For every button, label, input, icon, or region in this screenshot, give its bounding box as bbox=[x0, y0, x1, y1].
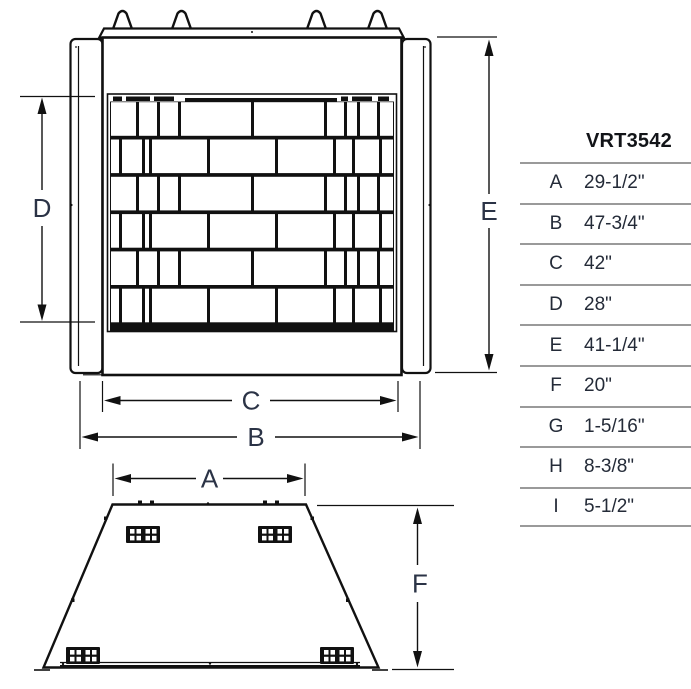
dim-label-c: C bbox=[242, 386, 261, 416]
spec-value: 28" bbox=[584, 294, 612, 316]
spec-row: H 8-3/8" bbox=[520, 446, 691, 487]
dim-label-a: A bbox=[201, 464, 219, 494]
spec-letter: C bbox=[549, 253, 563, 275]
dimension-d: D bbox=[20, 95, 95, 323]
spec-letter: B bbox=[549, 212, 563, 234]
spec-letter: H bbox=[549, 456, 563, 478]
spec-value: 41-1/4" bbox=[584, 334, 645, 356]
dimension-c: C bbox=[101, 381, 399, 416]
front-view-drawing: D E C bbox=[20, 9, 498, 452]
dimension-a: A bbox=[112, 463, 306, 496]
spec-row: I 5-1/2" bbox=[520, 486, 691, 528]
dim-label-e: E bbox=[480, 196, 497, 226]
dim-label-b: B bbox=[247, 422, 264, 452]
dim-label-d: D bbox=[33, 193, 52, 223]
spec-row: A 29-1/2" bbox=[520, 162, 691, 203]
spec-table: VRT3542 A 29-1/2" B 47-3/4" C 42" D 28" E 41-1/4"… bbox=[520, 121, 691, 528]
spec-row: B 47-3/4" bbox=[520, 202, 691, 244]
spec-row: E 41-1/4" bbox=[520, 324, 691, 365]
housing-outline bbox=[41, 503, 381, 669]
spec-letter: D bbox=[549, 294, 563, 316]
model-header: VRT3542 bbox=[520, 121, 691, 162]
vent-grilles bbox=[66, 526, 354, 664]
spec-value: 5-1/2" bbox=[584, 496, 635, 518]
spec-row: D 28" bbox=[520, 283, 691, 325]
brick-liner-pattern bbox=[110, 96, 394, 331]
spec-value: 47-3/4" bbox=[584, 212, 645, 234]
dimension-b: B bbox=[79, 381, 421, 452]
opening-frame bbox=[106, 93, 398, 333]
spec-rows: A 29-1/2" B 47-3/4" C 42" D 28" E 41-1/4" F 20" G 1-5… bbox=[520, 162, 691, 528]
edge-fasteners bbox=[71, 500, 350, 602]
top-tabs bbox=[111, 9, 389, 30]
spec-value: 20" bbox=[584, 375, 612, 397]
model-name: VRT3542 bbox=[586, 130, 672, 152]
spec-value: 8-3/8" bbox=[584, 456, 635, 478]
side-panels bbox=[69, 37, 432, 375]
spec-row: F 20" bbox=[520, 364, 691, 406]
spec-value: 29-1/2" bbox=[584, 172, 645, 194]
spec-letter: G bbox=[548, 415, 564, 437]
spec-letter: I bbox=[553, 496, 559, 518]
spec-value: 42" bbox=[584, 253, 612, 275]
spec-row: G 1-5/16" bbox=[520, 405, 691, 447]
dimension-f: F bbox=[317, 504, 454, 671]
spec-letter: E bbox=[549, 334, 563, 356]
dimension-diagram: D E C bbox=[20, 9, 498, 671]
dim-label-f: F bbox=[412, 569, 428, 599]
spec-letter: F bbox=[550, 375, 562, 397]
dimension-e: E bbox=[435, 36, 498, 374]
spec-value: 1-5/16" bbox=[584, 415, 645, 437]
bottom-rail bbox=[60, 661, 360, 667]
spec-letter: A bbox=[549, 172, 563, 194]
top-view-drawing: A bbox=[34, 463, 454, 671]
spec-row: C 42" bbox=[520, 243, 691, 284]
